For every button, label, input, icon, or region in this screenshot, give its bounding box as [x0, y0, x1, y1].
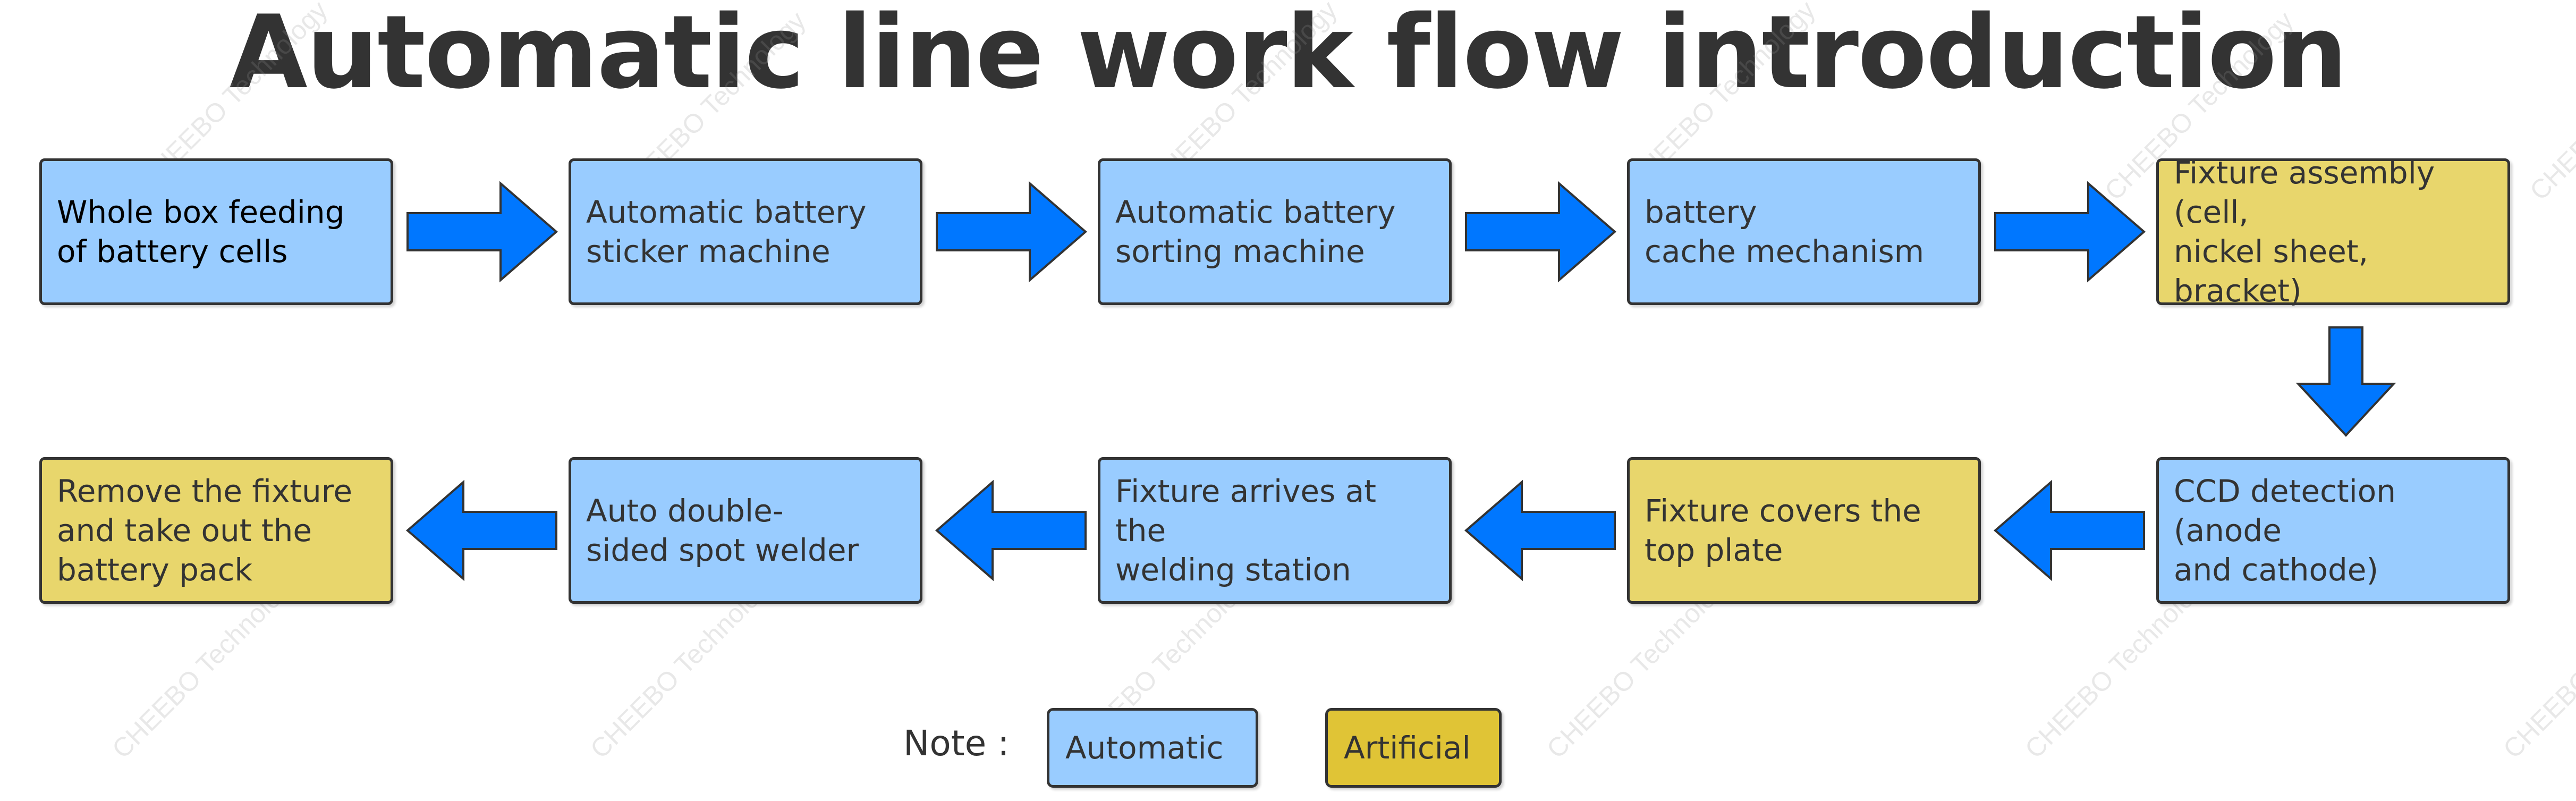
right-arrow-icon — [1994, 181, 2146, 283]
step-3-box: Automatic battery sorting machine — [1098, 158, 1452, 305]
step-2-box: Automatic battery sticker machine — [569, 158, 922, 305]
step-1-box: Whole box feeding of battery cells — [39, 158, 393, 305]
left-arrow-icon — [1464, 479, 1616, 581]
right-arrow-icon — [1465, 181, 1617, 283]
step-8-box: Fixture arrives at the welding station — [1098, 457, 1452, 604]
legend-automatic: Automatic — [1047, 708, 1258, 788]
down-arrow-icon — [2295, 326, 2396, 437]
step-4-box: battery cache mechanism — [1627, 158, 1981, 305]
left-arrow-icon — [405, 479, 557, 581]
right-arrow-icon — [406, 181, 558, 283]
step-5-box: Fixture assembly (cell, nickel sheet, br… — [2156, 155, 2510, 309]
legend-note-label: Note : — [903, 723, 1010, 764]
step-9-box: Auto double- sided spot welder — [569, 457, 922, 604]
legend-artificial: Artificial — [1325, 708, 1502, 788]
step-10-box: Remove the fixture and take out the batt… — [39, 457, 393, 604]
right-arrow-icon — [936, 181, 1088, 283]
left-arrow-icon — [935, 479, 1087, 581]
left-arrow-icon — [1993, 479, 2145, 581]
step-6-box: CCD detection (anode and cathode) — [2156, 457, 2510, 604]
step-7-box: Fixture covers the top plate — [1627, 457, 1981, 604]
page-title: Automatic line work flow introduction — [229, 0, 2348, 111]
